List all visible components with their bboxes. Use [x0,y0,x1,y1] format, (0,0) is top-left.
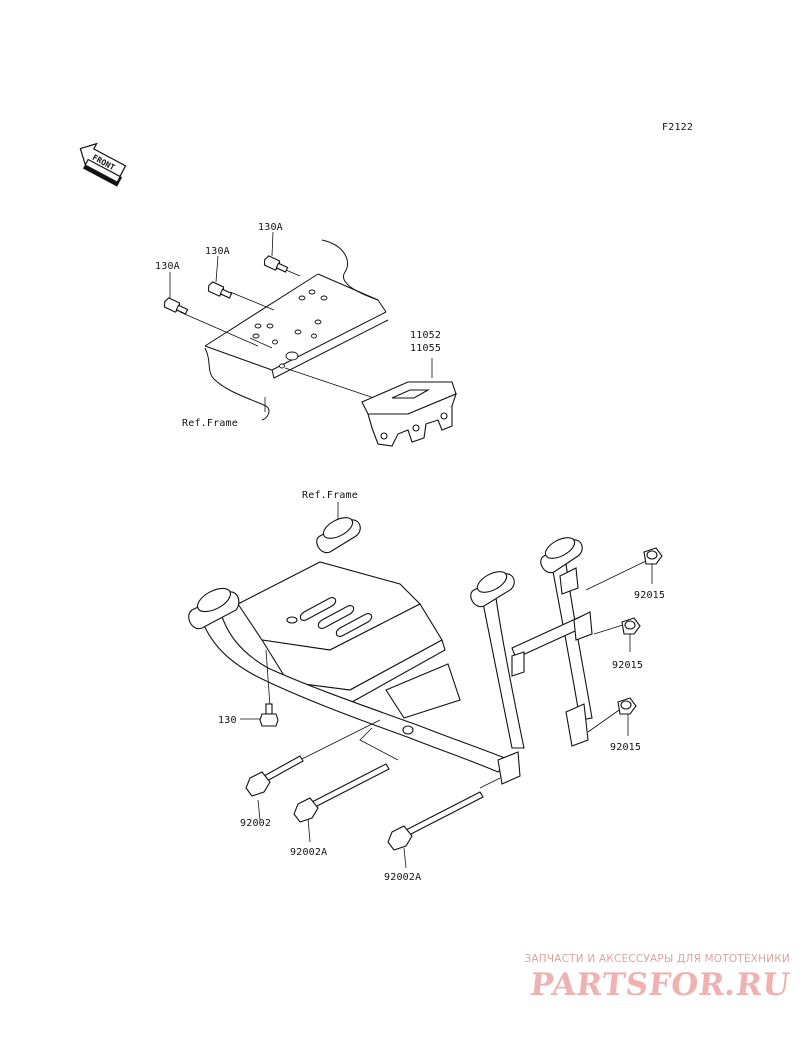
engine-mount-bracket [361,381,457,447]
long-bolt-92002a-icon [293,763,390,823]
label-part-11055: 11055 [410,343,441,354]
label-92002a: 92002A [384,872,421,883]
front-arrow-icon: FRONT [79,142,127,187]
nut-92015-icon [643,547,663,565]
label-92015: 92015 [610,742,641,753]
label-92002a: 92002A [290,847,327,858]
label-part-11052: 11052 [410,330,441,341]
figure-code: F2122 [662,122,693,133]
label-130a: 130A [258,222,283,233]
nut-92015-icon [617,697,637,715]
label-ref-frame: Ref.Frame [182,418,238,429]
frame-cradle [188,517,593,785]
watermark-logo: PARTSFOR.RU [528,967,792,1003]
label-92015: 92015 [612,660,643,671]
label-130a: 130A [205,246,230,257]
upper-assembly: 130A 130A 130A 11052 11055 Ref.Frame [155,222,457,447]
frame-beam [204,273,387,371]
long-bolt-92002a-icon [387,791,484,851]
nut-92015-icon [621,617,641,635]
bolt-130-icon [259,703,279,727]
label-130: 130 [218,715,237,726]
watermark-subtitle: ЗАПЧАСТИ И АКСЕССУАРЫ ДЛЯ МОТОТЕХНИКИ [524,953,790,965]
bolt-130a-icon [207,281,233,299]
frame-holes [252,289,328,369]
label-92002: 92002 [240,818,271,829]
label-92015: 92015 [634,590,665,601]
bolt-130a-icon [163,297,189,315]
label-ref-frame: Ref.Frame [302,490,358,501]
long-bolt-92002-icon [245,755,304,797]
label-130a: 130A [155,261,180,272]
lower-assembly: Ref.Frame [188,490,665,883]
install-line [179,269,381,401]
bolt-130a-icon [263,255,289,273]
